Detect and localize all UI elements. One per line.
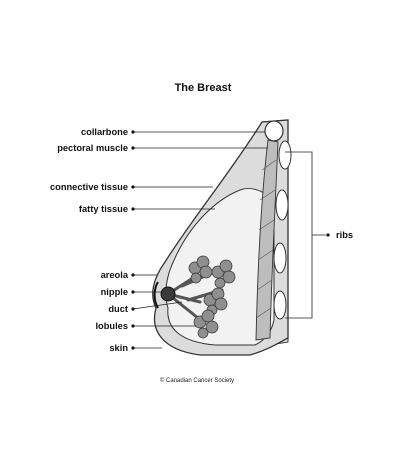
label-connective-tissue: connective tissue <box>50 182 128 192</box>
label-pectoral-muscle: pectoral muscle <box>57 143 128 153</box>
label-ribs: ribs <box>336 230 353 240</box>
dot-connective-tissue <box>131 185 135 189</box>
dot-pectoral-muscle <box>131 146 135 150</box>
dot-fatty-tissue <box>131 207 135 211</box>
rib-4 <box>273 290 287 320</box>
dot-collarbone <box>131 130 135 134</box>
leader-dots <box>131 130 330 350</box>
label-lobules: lobules <box>95 321 128 331</box>
pectoral-muscle <box>255 139 279 341</box>
dot-lobules <box>131 324 135 328</box>
dot-areola <box>131 273 135 277</box>
label-duct: duct <box>108 304 128 314</box>
muscle-fibers <box>255 159 277 319</box>
ribs-bracket <box>285 151 326 319</box>
leader-lines <box>132 131 268 349</box>
label-skin: skin <box>109 343 128 353</box>
collarbone-bone <box>264 120 284 142</box>
nipple-shape <box>160 286 176 302</box>
label-nipple: nipple <box>101 287 128 297</box>
dot-duct <box>131 307 135 311</box>
rib-2 <box>275 189 289 221</box>
lobule-cluster-4 <box>193 309 219 339</box>
label-collarbone: collarbone <box>81 127 128 137</box>
duct-branches <box>166 270 224 320</box>
dot-nipple <box>131 290 135 294</box>
rib-1 <box>278 140 292 170</box>
label-fatty-tissue: fatty tissue <box>79 204 128 214</box>
lobule-cluster-1 <box>188 255 213 284</box>
diagram-title: The Breast <box>175 82 232 94</box>
lobule-cluster-3 <box>203 287 228 316</box>
dot-skin <box>131 346 135 350</box>
lobule-cluster-2 <box>211 259 236 289</box>
label-areola: areola <box>101 270 129 280</box>
dot-ribs <box>326 233 330 237</box>
leader-duct <box>132 301 183 310</box>
credit-text: © Canadian Cancer Society <box>160 377 234 384</box>
rib-3 <box>273 242 287 274</box>
